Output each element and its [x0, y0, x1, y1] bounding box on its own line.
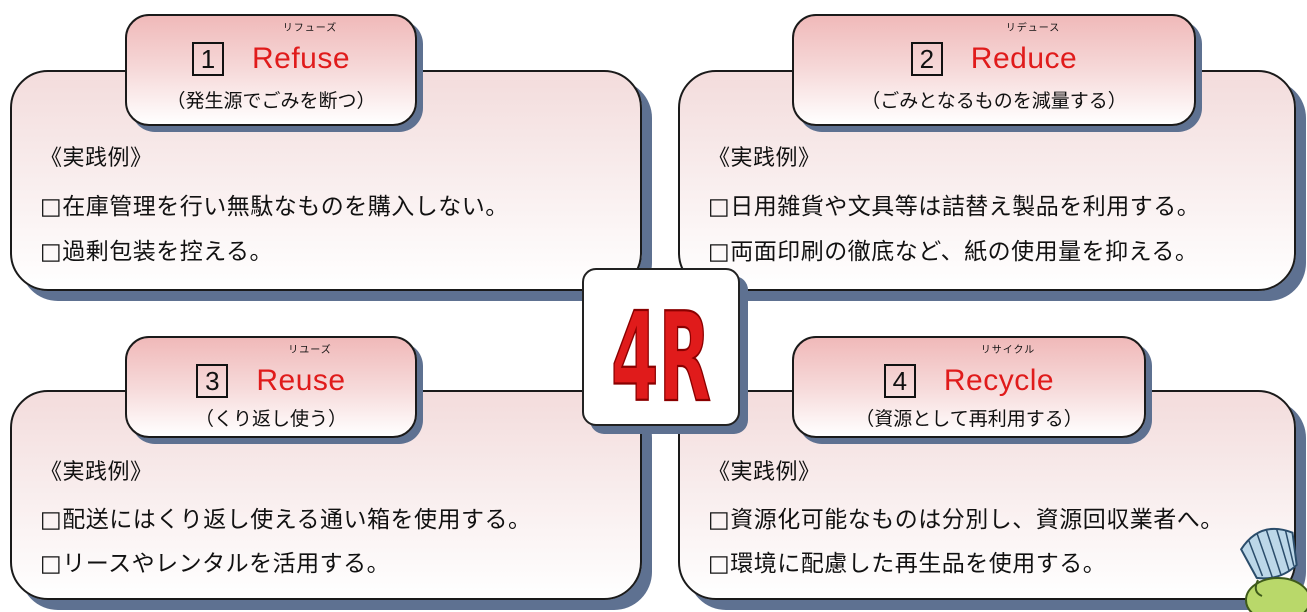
refuse-tab: リフューズ 1 Refuse （発生源でごみを断つ）: [125, 14, 417, 126]
ruby-text: リデュース: [1005, 23, 1061, 34]
principle-subtitle: （資源として再利用する）: [855, 408, 1083, 430]
principle-subtitle: （発生源でごみを断つ）: [166, 90, 376, 112]
ruby-text: リフューズ: [282, 23, 338, 34]
principle-name: Recycle: [943, 364, 1055, 397]
example-heading: 《実践例》: [708, 460, 821, 485]
principle-subtitle: （ごみとなるものを減量する）: [861, 90, 1127, 112]
reuse-card: 《実践例》 □配送にはくり返し使える通い箱を使用する。 □リースやレンタルを活用…: [10, 390, 642, 600]
example-item: □日用雑貨や文具等は詰替え製品を利用する。: [708, 194, 1201, 220]
four-r-text: 4R: [611, 288, 711, 417]
principle-name: Reduce: [970, 42, 1078, 75]
example-item: □資源化可能なものは分別し、資源回収業者へ。: [708, 507, 1224, 533]
example-item: □過剰包装を控える。: [40, 239, 274, 265]
number-box: 4: [883, 364, 916, 398]
number-box: 3: [196, 364, 229, 398]
cartoon-mascot-icon: [1239, 527, 1307, 612]
four-r-logo: 4R: [610, 287, 712, 417]
reduce-tab: リデュース 2 Reduce （ごみとなるものを減量する）: [792, 14, 1196, 126]
example-heading: 《実践例》: [708, 146, 821, 171]
example-item: □配送にはくり返し使える通い箱を使用する。: [40, 507, 532, 533]
ruby-text: リサイクル: [980, 345, 1036, 356]
example-item: □環境に配慮した再生品を使用する。: [708, 551, 1107, 577]
ruby-text: リユーズ: [288, 345, 332, 356]
principle-subtitle: （くり返し使う）: [194, 408, 347, 430]
number-box: 2: [910, 42, 943, 76]
four-r-badge: 4R: [582, 268, 740, 426]
example-heading: 《実践例》: [40, 146, 153, 171]
example-item: □リースやレンタルを活用する。: [40, 551, 391, 577]
principle-name: Refuse: [251, 42, 351, 75]
example-heading: 《実践例》: [40, 460, 153, 485]
example-item: □在庫管理を行い無駄なものを購入しない。: [40, 194, 509, 220]
recycle-tab: リサイクル 4 Recycle （資源として再利用する）: [792, 336, 1146, 438]
reuse-tab: リユーズ 3 Reuse （くり返し使う）: [125, 336, 417, 438]
number-box: 1: [191, 42, 224, 76]
principle-name: Reuse: [256, 364, 346, 397]
example-item: □両面印刷の徹底など、紙の使用量を抑える。: [708, 239, 1199, 265]
